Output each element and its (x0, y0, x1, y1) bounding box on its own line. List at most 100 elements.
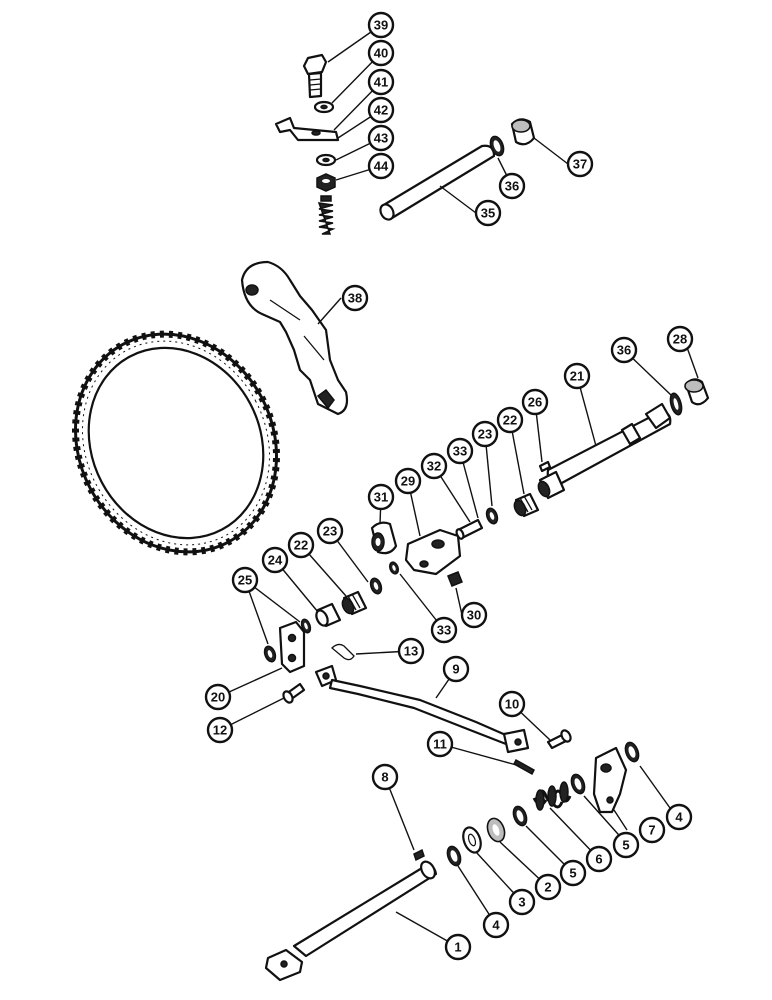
callout-5-left: 5 (559, 859, 587, 887)
retaining-ring-left-part (263, 645, 277, 663)
set-screw-part (447, 571, 463, 587)
callout-22-lower-label: 22 (294, 538, 308, 553)
callout-24: 24 (261, 546, 289, 574)
rod-part (314, 664, 530, 754)
callout-25: 25 (231, 566, 259, 594)
callout-25-label: 25 (238, 573, 252, 588)
washer-5b-part (512, 805, 528, 827)
callout-44: 44 (367, 152, 395, 180)
callout-22-upper: 22 (496, 406, 524, 434)
callout-4-right-label: 4 (675, 810, 683, 825)
callout-3-label: 3 (518, 895, 525, 910)
callout-10-label: 10 (505, 697, 519, 712)
lock-washer-part (315, 153, 337, 167)
small-pin-part (455, 518, 484, 540)
callout-32-label: 32 (427, 459, 441, 474)
callout-30: 30 (460, 601, 488, 629)
cotter-11-part (513, 758, 535, 776)
callout-26: 26 (521, 388, 549, 416)
key-8-part (413, 848, 425, 862)
callout-29-label: 29 (401, 474, 415, 489)
callout-11: 11 (426, 730, 454, 758)
callout-29: 29 (394, 467, 422, 495)
callout-38-label: 38 (348, 291, 362, 306)
callout-11-label: 11 (433, 737, 447, 752)
cap-part (510, 118, 536, 146)
callout-28-label: 28 (673, 332, 687, 347)
callout-13-label: 13 (404, 644, 418, 659)
callout-38: 38 (341, 284, 369, 312)
callout-22-upper-label: 22 (503, 413, 517, 428)
shifter-arm-part (240, 260, 349, 416)
callout-9-label: 9 (452, 662, 459, 677)
spring-part (317, 195, 336, 235)
cross-shaft-part (264, 860, 438, 982)
spring-6-part (532, 781, 572, 811)
bushing-part (537, 470, 566, 500)
callout-35-label: 35 (481, 206, 495, 221)
callout-33-lower: 33 (430, 616, 458, 644)
callout-36-right: 36 (610, 336, 638, 364)
bolt-part (302, 53, 328, 99)
washer-3-part (462, 826, 482, 854)
callout-8-label: 8 (381, 770, 388, 785)
key-part (538, 460, 552, 473)
callout-1-label: 1 (454, 940, 461, 955)
cotter-pin-part (331, 643, 355, 661)
pin-10-part (546, 729, 572, 750)
callout-37: 37 (566, 150, 594, 178)
callout-12: 12 (206, 716, 234, 744)
shaft-part (546, 402, 672, 486)
callout-35: 35 (474, 199, 502, 227)
callout-4-left: 4 (482, 911, 510, 939)
callout-39: 39 (367, 11, 395, 39)
callout-1: 1 (444, 933, 472, 961)
callout-7: 7 (638, 816, 666, 844)
callout-26-label: 26 (528, 395, 542, 410)
callout-33-upper-label: 33 (453, 444, 467, 459)
callout-30-label: 30 (467, 608, 481, 623)
callout-23-upper-label: 23 (478, 427, 492, 442)
snap-ring-4b-part (446, 845, 462, 867)
callout-36-upper-label: 36 (505, 179, 519, 194)
collar-2-part (486, 817, 506, 843)
callout-42-label: 42 (374, 103, 388, 118)
callout-21: 21 (563, 362, 591, 390)
callout-43-label: 43 (374, 131, 388, 146)
callout-2-label: 2 (544, 880, 551, 895)
callout-7-label: 7 (648, 823, 655, 838)
callout-39-label: 39 (374, 18, 388, 33)
ring-part (669, 392, 683, 416)
clevis-pin-part (282, 682, 306, 704)
callout-40-label: 40 (374, 46, 388, 61)
callout-28: 28 (666, 325, 694, 353)
callout-23-upper: 23 (471, 420, 499, 448)
roller-part (370, 521, 398, 555)
lever-part (592, 746, 628, 814)
callout-23-lower-label: 23 (323, 524, 337, 539)
callout-5-left-label: 5 (569, 866, 576, 881)
callout-37-label: 37 (573, 157, 587, 172)
thrust-washer-part (485, 507, 499, 525)
callout-20-label: 20 (211, 690, 225, 705)
callout-41-label: 41 (374, 75, 388, 90)
nut-part (316, 173, 336, 192)
ring-gear-part (72, 330, 280, 556)
callout-33-upper: 33 (446, 437, 474, 465)
callout-22-lower: 22 (287, 531, 315, 559)
callout-8: 8 (371, 763, 399, 791)
small-ring-part (388, 561, 400, 575)
callout-44-label: 44 (374, 159, 389, 174)
needle-bearing-part (513, 492, 540, 518)
callout-36-upper: 36 (498, 172, 526, 200)
callout-12-label: 12 (213, 723, 227, 738)
callout-33-lower-label: 33 (437, 623, 451, 638)
link-plate-part (278, 620, 306, 674)
callout-6: 6 (585, 845, 613, 873)
pin-part (379, 144, 496, 221)
bushing-sleeve-part (315, 602, 342, 628)
callout-9: 9 (442, 655, 470, 683)
callout-31: 31 (367, 483, 395, 511)
